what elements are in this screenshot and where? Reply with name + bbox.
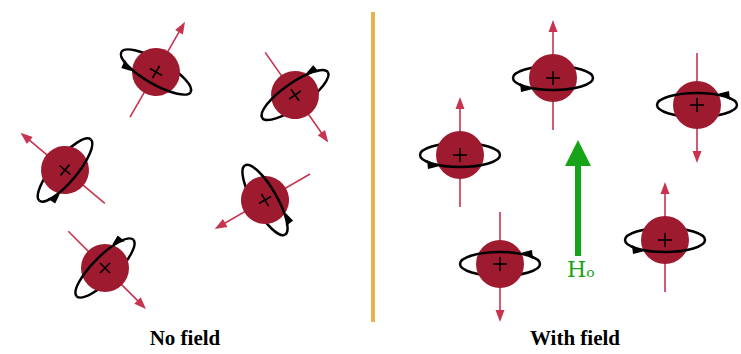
spin-random	[232, 29, 361, 165]
field-label: Hₒ	[567, 258, 595, 282]
field-arrow	[575, 162, 581, 256]
field-arrowhead	[565, 140, 591, 166]
divider-line	[371, 12, 375, 322]
panel-caption: No field	[150, 327, 221, 350]
spin-random	[195, 139, 330, 263]
spin-aligned	[460, 212, 540, 322]
spin-aligned	[657, 53, 737, 163]
spin-aligned	[420, 97, 500, 207]
spin-aligned	[513, 20, 593, 130]
panel-caption: With field	[530, 327, 620, 350]
spin-random	[95, 2, 219, 137]
spin-random	[0, 102, 131, 234]
spin-aligned	[625, 182, 705, 292]
spin-random	[40, 203, 174, 337]
